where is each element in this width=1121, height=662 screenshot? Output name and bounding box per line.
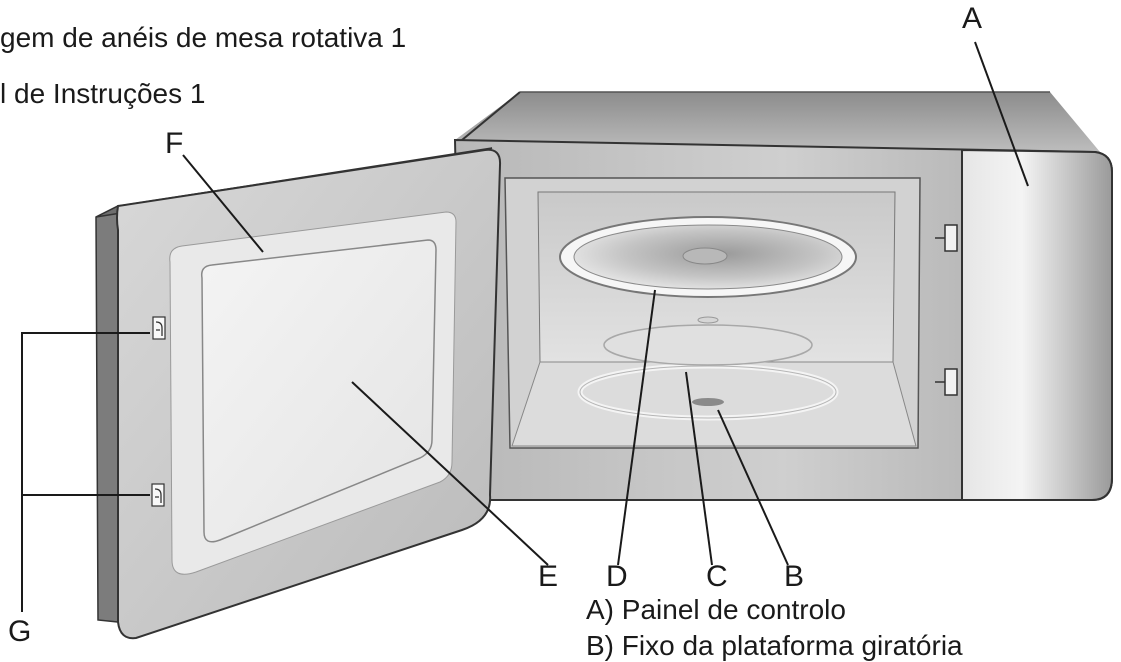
leader-lines (21, 41, 1029, 612)
door-hook-lower (151, 483, 165, 507)
door-window (200, 239, 437, 543)
callout-c: C (706, 560, 728, 593)
leader-e (351, 381, 549, 566)
roller-support (603, 324, 813, 366)
leader-c (685, 371, 713, 566)
latch-hole-lower (935, 368, 958, 396)
leader-b (717, 409, 789, 566)
body-edge (461, 91, 521, 141)
door (95, 147, 502, 640)
callout-b: B (784, 560, 805, 593)
callout-a: A (962, 2, 983, 35)
coupler (697, 316, 719, 324)
callout-e: E (538, 560, 559, 593)
legend-item-a: A) Painel de controlo (586, 594, 846, 625)
door-side (95, 204, 119, 623)
header-line-1: gem de anéis de mesa rotativa 1 (0, 22, 407, 53)
oven-cavity (504, 177, 958, 449)
shaft (692, 398, 724, 406)
plate-hub (682, 247, 728, 265)
leader-a (974, 41, 1029, 187)
callout-d: D (606, 560, 628, 593)
header-line-2: l de Instruções 1 (0, 78, 206, 109)
latch-hole-upper (935, 224, 958, 252)
legend-item-b: B) Fixo da plataforma giratória (586, 630, 963, 661)
callout-g: G (8, 615, 32, 648)
leader-f (182, 154, 264, 253)
leader-d (617, 289, 656, 566)
control-panel (961, 148, 1113, 501)
callout-f: F (165, 127, 184, 160)
door-hook-upper (152, 316, 166, 340)
body-top (455, 92, 1100, 152)
roller-ring-shadow (579, 365, 837, 419)
leader-g (21, 332, 150, 612)
